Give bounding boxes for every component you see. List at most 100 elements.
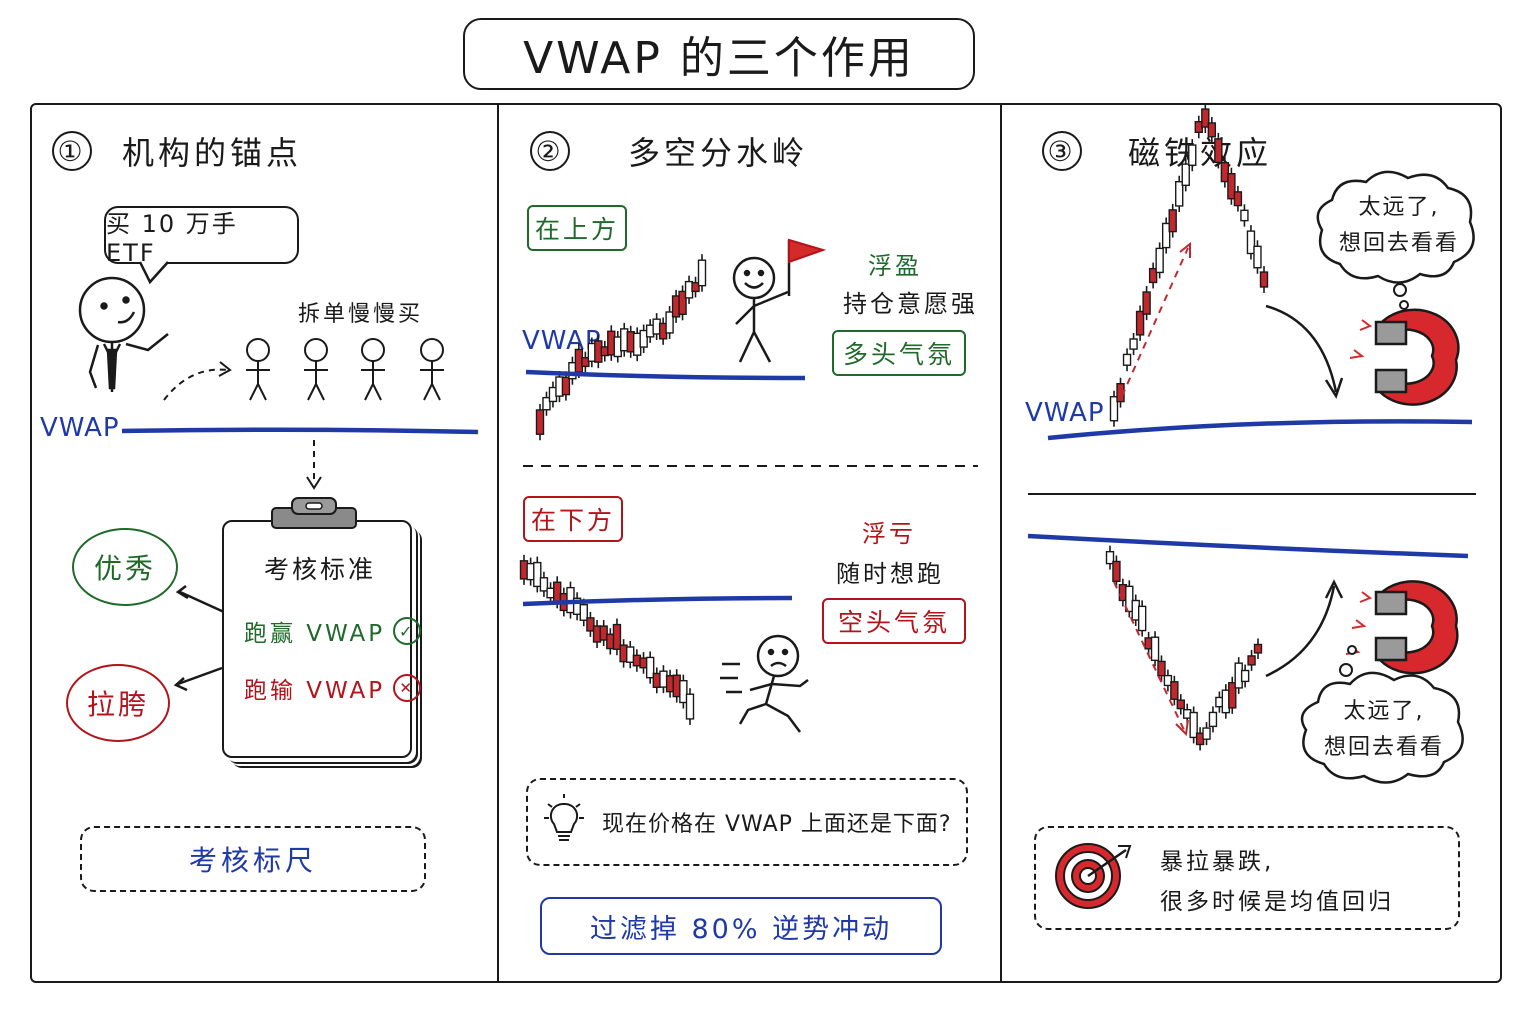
panel3-footer-line2: 很多时候是均值回归 [1160, 889, 1394, 915]
question-text: 现在价格在 VWAP 上面还是下面? [602, 812, 952, 837]
check-icon: ✓ [393, 617, 422, 645]
uptrend-candles [535, 254, 707, 441]
candle-body [1105, 550, 1115, 565]
panel2-footer-text: 过滤掉 80% 逆势冲动 [589, 913, 893, 945]
candle-body [697, 259, 707, 287]
candle-body [1240, 209, 1249, 222]
candle-body [1176, 699, 1185, 710]
candle-body [1129, 338, 1138, 350]
bear-mood-text: 空头气氛 [837, 608, 950, 637]
panel3-number: ③ [1042, 131, 1082, 171]
lose-vwap-label: 跑输 VWAP [244, 678, 386, 704]
bottom-cloud-line1: 太远了, [1343, 699, 1425, 724]
above-tag-text: 在上方 [534, 215, 619, 244]
panel1-header: ① 机构的锚点 [52, 128, 302, 174]
panel-divider-1 [497, 103, 499, 983]
candle-body [1240, 669, 1250, 683]
cross-icon: ✕ [393, 674, 422, 702]
candle-body [535, 409, 545, 435]
candle-body [1163, 674, 1173, 687]
candle-body [581, 356, 590, 368]
arrow-to-bad [177, 666, 223, 686]
clipboard [222, 520, 412, 758]
candle-body [678, 290, 687, 315]
running-figure-icon [720, 634, 809, 733]
candle-body [1150, 636, 1160, 662]
speech-text: 买 10 万手 ETF [106, 209, 238, 267]
above-tag: 在上方 [527, 205, 627, 251]
top-cloud-line1: 太远了, [1358, 195, 1440, 220]
split-order-label: 拆单慢慢买 [298, 302, 424, 327]
bottom-cloud-line2: 想回去看看 [1323, 735, 1444, 760]
candle-body [612, 623, 622, 650]
candle-body [1188, 144, 1197, 166]
below-tag-text: 在下方 [530, 506, 615, 535]
panel-divider-2 [1000, 103, 1002, 983]
candle-body [1233, 191, 1243, 207]
candle-body [679, 679, 688, 704]
below-loss: 浮亏 [862, 520, 916, 548]
candle-body [1137, 605, 1147, 632]
target-icon [1055, 843, 1132, 909]
candle-body [645, 656, 655, 679]
candle-body [691, 282, 700, 293]
up-dashed-arrow [1121, 247, 1189, 397]
page-title-text: VWAP 的三个作用 [523, 33, 915, 84]
happy-figure-icon [732, 240, 791, 363]
magnet-icon-bottom [1345, 580, 1459, 675]
panel3-footer-text: 暴拉暴跌, 很多时候是均值回归 [1160, 842, 1394, 922]
trader-figure-icon [78, 276, 169, 392]
bad-label: 拉胯 [86, 688, 149, 721]
bottom-thought-cloud [1300, 671, 1464, 784]
candle-body [533, 561, 542, 588]
bounce-arrow [1265, 585, 1336, 678]
bear-mood-tag: 空头气氛 [822, 598, 966, 644]
candle-body [1155, 247, 1164, 274]
candle-body [1228, 682, 1237, 709]
question-box: 现在价格在 VWAP 上面还是下面? [526, 778, 968, 866]
candle-body [1247, 655, 1256, 666]
panel3-header: ③ 磁铁效应 [1042, 128, 1272, 174]
speech-tail [138, 261, 169, 285]
candle-body [1201, 108, 1210, 128]
bottom-cloud-text: 太远了, 想回去看看 [1306, 694, 1462, 766]
panel3-vwap-line-bottom [1027, 533, 1469, 559]
candle-body [579, 603, 588, 621]
candle-body [1109, 396, 1119, 422]
above-hold: 持仓意愿强 [843, 290, 978, 318]
panel1-title: 机构的锚点 [122, 134, 303, 172]
top-thought-cloud [1316, 170, 1475, 284]
panel2-vwap-line-top [525, 369, 806, 381]
panel3-vwap-label: VWAP [1025, 398, 1105, 428]
lose-vwap-row: 跑输 VWAP ✕ [244, 671, 422, 705]
spike-up-candles [1109, 103, 1269, 427]
top-cloud-text: 太远了, 想回去看看 [1324, 190, 1474, 262]
below-tag: 在下方 [523, 496, 623, 542]
candle-body [1259, 271, 1269, 288]
candle-body [599, 625, 608, 641]
panel1-footer: 考核标尺 [80, 826, 426, 892]
good-oval: 优秀 [72, 528, 178, 606]
panel1-number: ① [52, 131, 92, 171]
page-title: VWAP 的三个作用 [463, 18, 975, 90]
panel1-footer-text: 考核标尺 [188, 844, 317, 877]
candle-body [1157, 660, 1166, 677]
panel2-header: ② 多空分水岭 [530, 128, 808, 174]
panel2-number: ② [530, 131, 570, 171]
candle-body [1148, 267, 1158, 284]
top-cloud-line2: 想回去看看 [1338, 231, 1459, 256]
candle-body [1214, 138, 1223, 164]
candle-body [1208, 711, 1218, 728]
candle-body [1253, 643, 1263, 654]
flag-icon [788, 238, 827, 264]
main-frame [30, 103, 1502, 983]
candle-body [539, 577, 549, 592]
candle-body [1207, 122, 1217, 138]
candle-body [561, 376, 571, 396]
panel1-vwap-line [121, 427, 479, 435]
candle-body [1142, 291, 1151, 315]
panel2-vwap-label: VWAP [522, 326, 602, 356]
candle-body [1253, 245, 1262, 269]
